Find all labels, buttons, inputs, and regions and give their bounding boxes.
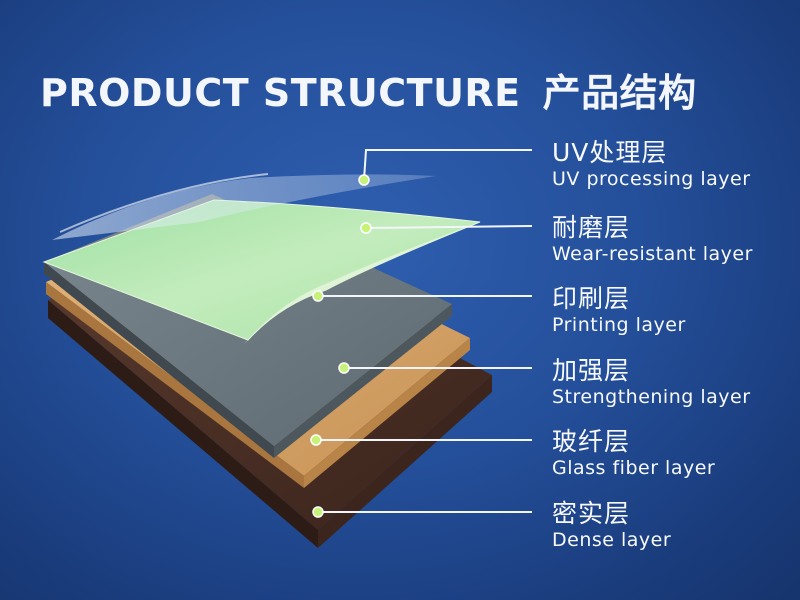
label-cn: UV处理层 <box>552 138 668 167</box>
label-en: UV processing layer <box>552 168 751 190</box>
glass-fiber-dot <box>310 434 322 446</box>
label-printing: 印刷层 Printing layer <box>552 284 686 336</box>
title-chinese: 产品结构 <box>542 71 697 115</box>
label-cn: 加强层 <box>552 356 631 385</box>
label-dense: 密实层 Dense layer <box>552 499 671 551</box>
label-en: Glass fiber layer <box>552 457 716 479</box>
label-cn: 印刷层 <box>552 284 631 313</box>
label-en: Wear-resistant layer <box>552 243 753 265</box>
leader-lines <box>316 149 533 513</box>
label-en: Dense layer <box>552 529 672 551</box>
strengthening-dot <box>338 362 350 374</box>
label-cn: 耐磨层 <box>552 213 631 242</box>
label-strengthening: 加强层 Strengthening layer <box>552 356 751 408</box>
dense-dot <box>312 506 324 518</box>
leader-dots <box>310 174 372 518</box>
title-english: PRODUCT STRUCTURE <box>40 71 521 115</box>
printing-dot <box>312 290 324 302</box>
uv-processing-layer-film <box>52 173 436 240</box>
label-en: Printing layer <box>552 314 686 336</box>
wear-resistant-layer-sheet <box>42 199 481 344</box>
label-en: Strengthening layer <box>552 386 751 408</box>
label-cn: 密实层 <box>552 499 631 528</box>
page-title: PRODUCT STRUCTURE 产品结构 <box>40 62 697 117</box>
wear-dot <box>360 222 372 234</box>
label-uv-processing: UV处理层 UV processing layer <box>552 138 751 190</box>
label-cn: 玻纤层 <box>552 427 631 456</box>
label-wear-resistant: 耐磨层 Wear-resistant layer <box>552 213 753 265</box>
label-glass-fiber: 玻纤层 Glass fiber layer <box>552 427 715 479</box>
uv-dot <box>358 174 370 186</box>
